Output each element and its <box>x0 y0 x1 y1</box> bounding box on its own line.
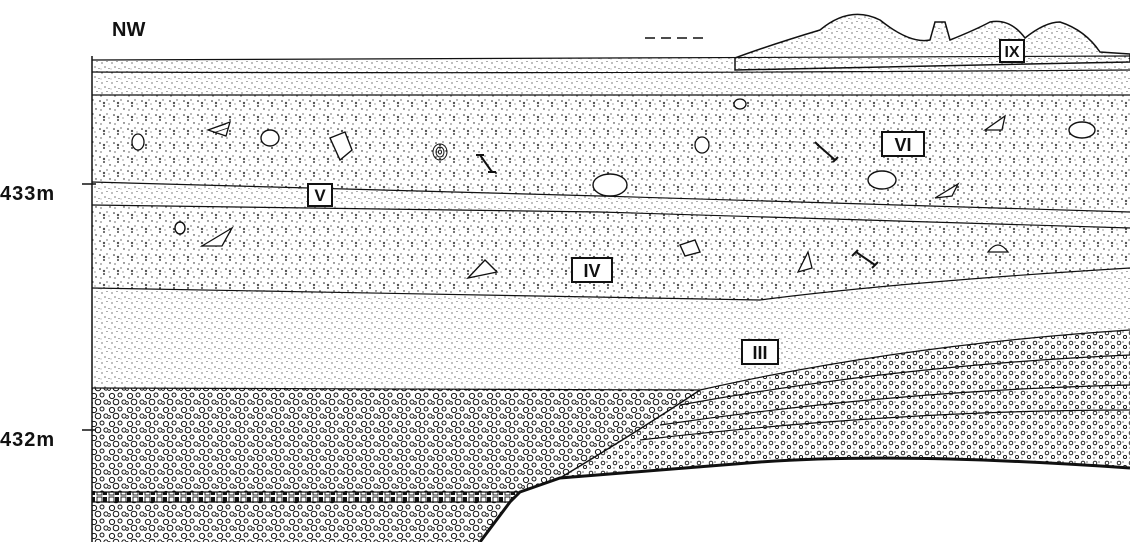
svg-text:IX: IX <box>1004 44 1019 61</box>
layer-label-v: V <box>308 184 332 206</box>
layer-pebble-body <box>92 388 700 492</box>
layer-basal-pebble <box>92 502 510 542</box>
svg-text:V: V <box>314 186 326 205</box>
layer-label-vi: VI <box>882 132 924 156</box>
layer-ix-mound <box>735 14 1130 70</box>
elevation-label-433: 433m <box>0 183 55 205</box>
layer-checker-band <box>92 492 520 502</box>
layer-label-iv: IV <box>572 258 612 282</box>
layer-label-iii: III <box>742 340 778 364</box>
direction-label: NW <box>112 19 145 41</box>
svg-text:III: III <box>752 343 767 363</box>
elevation-label-432: 432m <box>0 429 55 451</box>
svg-text:VI: VI <box>894 135 911 155</box>
layer-label-ix: IX <box>1000 40 1024 62</box>
svg-text:IV: IV <box>583 261 600 281</box>
